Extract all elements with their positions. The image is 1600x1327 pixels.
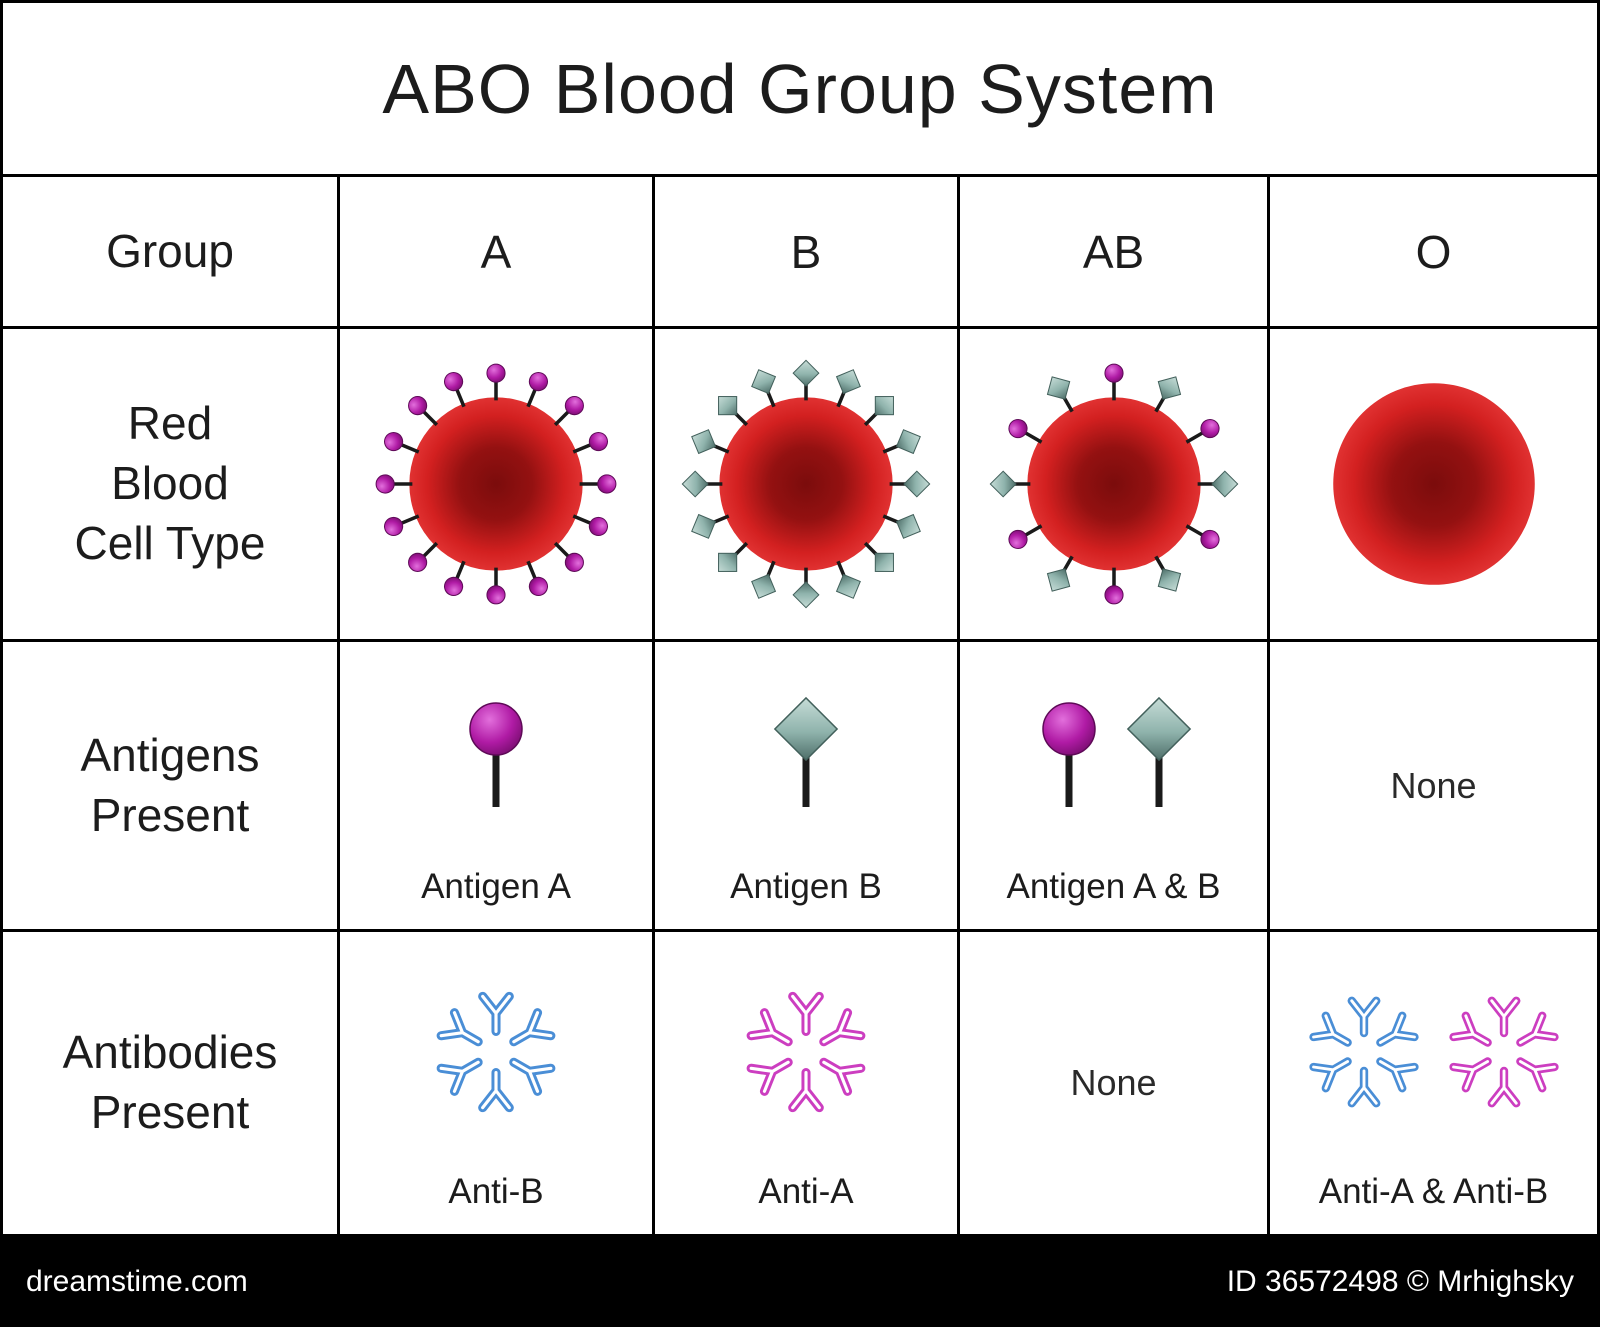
antigen-a-icon xyxy=(1041,701,1096,807)
antigens-cell-a: Antigen A xyxy=(340,642,655,932)
row-label-group-cell: Group xyxy=(3,177,340,329)
row-label-antibodies-cell: Antibodies Present xyxy=(3,932,340,1234)
anti-b-antibodies-icon xyxy=(1295,983,1433,1121)
anti-a-caption: Anti-A xyxy=(758,1172,854,1211)
footer-site-text: dreamstime.com xyxy=(26,1265,248,1298)
rbc-cell-o xyxy=(1270,329,1597,642)
footer-credit-text: ID 36572498 © Mrhighsky xyxy=(1226,1265,1574,1298)
antigen-b-caption: Antigen B xyxy=(730,867,882,906)
antigens-cell-b: Antigen B xyxy=(655,642,960,932)
antibodies-cell-a: Anti-B xyxy=(340,932,655,1234)
antigen-a-caption: Antigen A xyxy=(421,867,571,906)
antigen-b-icon xyxy=(773,696,839,807)
antibodies-cell-o: Anti-A & Anti-B xyxy=(1270,932,1597,1234)
row-label-antibodies: Antibodies Present xyxy=(62,1026,278,1138)
antibodies-none-label: None xyxy=(1070,1062,1157,1103)
antigens-none-label: None xyxy=(1390,764,1477,806)
rbc-type-a-icon xyxy=(374,362,618,606)
row-label-antigens: Antigens Present xyxy=(80,728,260,841)
antibodies-cell-ab: None xyxy=(960,932,1270,1234)
anti-a-antibodies-icon xyxy=(1435,983,1573,1121)
group-header-b: B xyxy=(655,177,960,329)
rbc-type-o-icon xyxy=(1332,383,1535,585)
group-header-a: A xyxy=(340,177,655,329)
group-header-ab: AB xyxy=(960,177,1270,329)
title-cell: ABO Blood Group System xyxy=(3,3,1597,177)
row-label-rbc: Red Blood Cell Type xyxy=(74,397,266,569)
antigen-ab-caption: Antigen A & B xyxy=(1006,867,1221,906)
row-label-antigens-cell: Antigens Present xyxy=(3,642,340,932)
anti-a-antibodies-icon xyxy=(731,977,881,1127)
group-b-label: B xyxy=(790,225,822,278)
anti-b-antibodies-icon xyxy=(421,977,571,1127)
group-header-o: O xyxy=(1270,177,1597,329)
antigens-cell-ab: Antigen A & B xyxy=(960,642,1270,932)
footer-bar: dreamstime.com ID 36572498 © Mrhighsky xyxy=(0,1237,1600,1327)
group-o-label: O xyxy=(1415,225,1452,278)
group-ab-label: AB xyxy=(1082,225,1145,278)
rbc-cell-b xyxy=(655,329,960,642)
antibodies-cell-b: Anti-A xyxy=(655,932,960,1234)
rbc-cell-ab xyxy=(960,329,1270,642)
anti-b-caption: Anti-B xyxy=(448,1172,544,1211)
anti-a-and-b-caption: Anti-A & Anti-B xyxy=(1318,1172,1549,1211)
page-title: ABO Blood Group System xyxy=(382,49,1218,128)
row-label-rbc-cell: Red Blood Cell Type xyxy=(3,329,340,642)
antigen-a-icon xyxy=(469,701,523,807)
row-label-group: Group xyxy=(106,224,234,277)
antigen-b-icon xyxy=(1126,696,1191,807)
rbc-type-ab-icon xyxy=(988,362,1239,606)
group-a-label: A xyxy=(480,225,512,278)
rbc-cell-a xyxy=(340,329,655,642)
rbc-type-b-icon xyxy=(680,358,932,610)
antigens-cell-o: None xyxy=(1270,642,1597,932)
abo-table: ABO Blood Group System Group A B AB O Re… xyxy=(0,0,1600,1237)
